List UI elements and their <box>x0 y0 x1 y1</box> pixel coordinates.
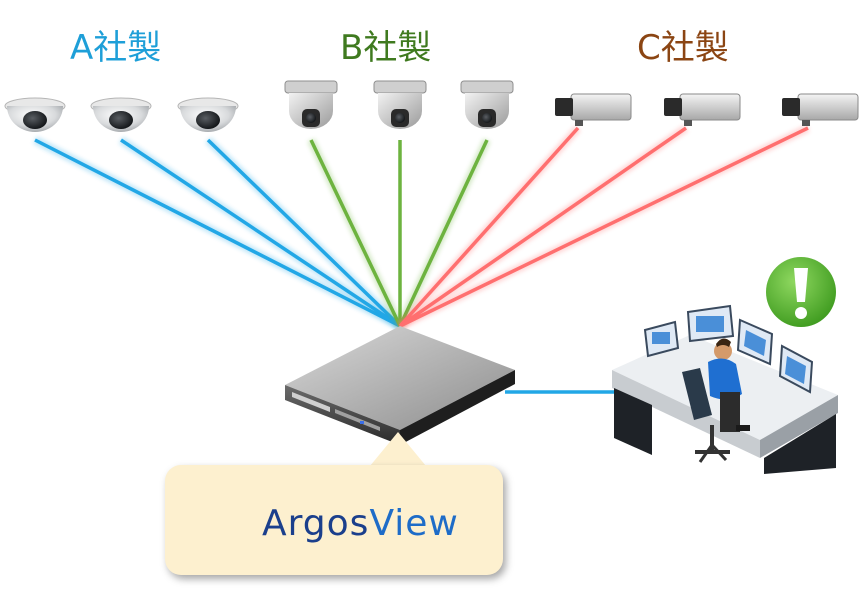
connection-line-a-1 <box>34 138 401 328</box>
camera-group <box>4 80 859 132</box>
ptz-dome-camera-icon <box>373 80 427 129</box>
dome-camera-icon <box>177 97 239 132</box>
dome-camera-icon <box>4 97 66 132</box>
connection-line-b-3 <box>398 139 489 327</box>
brand-name: ArgosView <box>262 503 459 544</box>
ptz-dome-camera-icon <box>460 80 514 129</box>
vendor-b-label: B社製 <box>340 28 432 68</box>
rack-server-icon <box>285 326 515 445</box>
monitoring-operator-icon <box>612 304 838 474</box>
ptz-dome-camera-icon <box>284 80 338 129</box>
callout-pointer <box>370 432 426 466</box>
connection-line-c-2 <box>399 126 687 328</box>
box-camera-icon <box>782 93 859 126</box>
exclamation-alert-icon <box>766 257 836 327</box>
dome-camera-icon <box>90 97 152 132</box>
vendor-a-label: A社製 <box>70 28 162 68</box>
connection-line-a-2 <box>120 138 401 328</box>
brand-name-part2: View <box>369 503 459 544</box>
camera-connection-lines <box>33 124 810 330</box>
connection-line-a-3 <box>206 138 402 328</box>
brand-callout <box>165 465 503 575</box>
brand-name-part1: Argos <box>262 503 370 544</box>
vendor-c-label: C社製 <box>637 28 729 68</box>
connection-line-b-1 <box>309 139 402 327</box>
box-camera-icon <box>664 93 741 126</box>
connection-line-c-3 <box>399 126 809 328</box>
box-camera-icon <box>555 93 632 126</box>
connection-line-c-1 <box>398 126 580 328</box>
